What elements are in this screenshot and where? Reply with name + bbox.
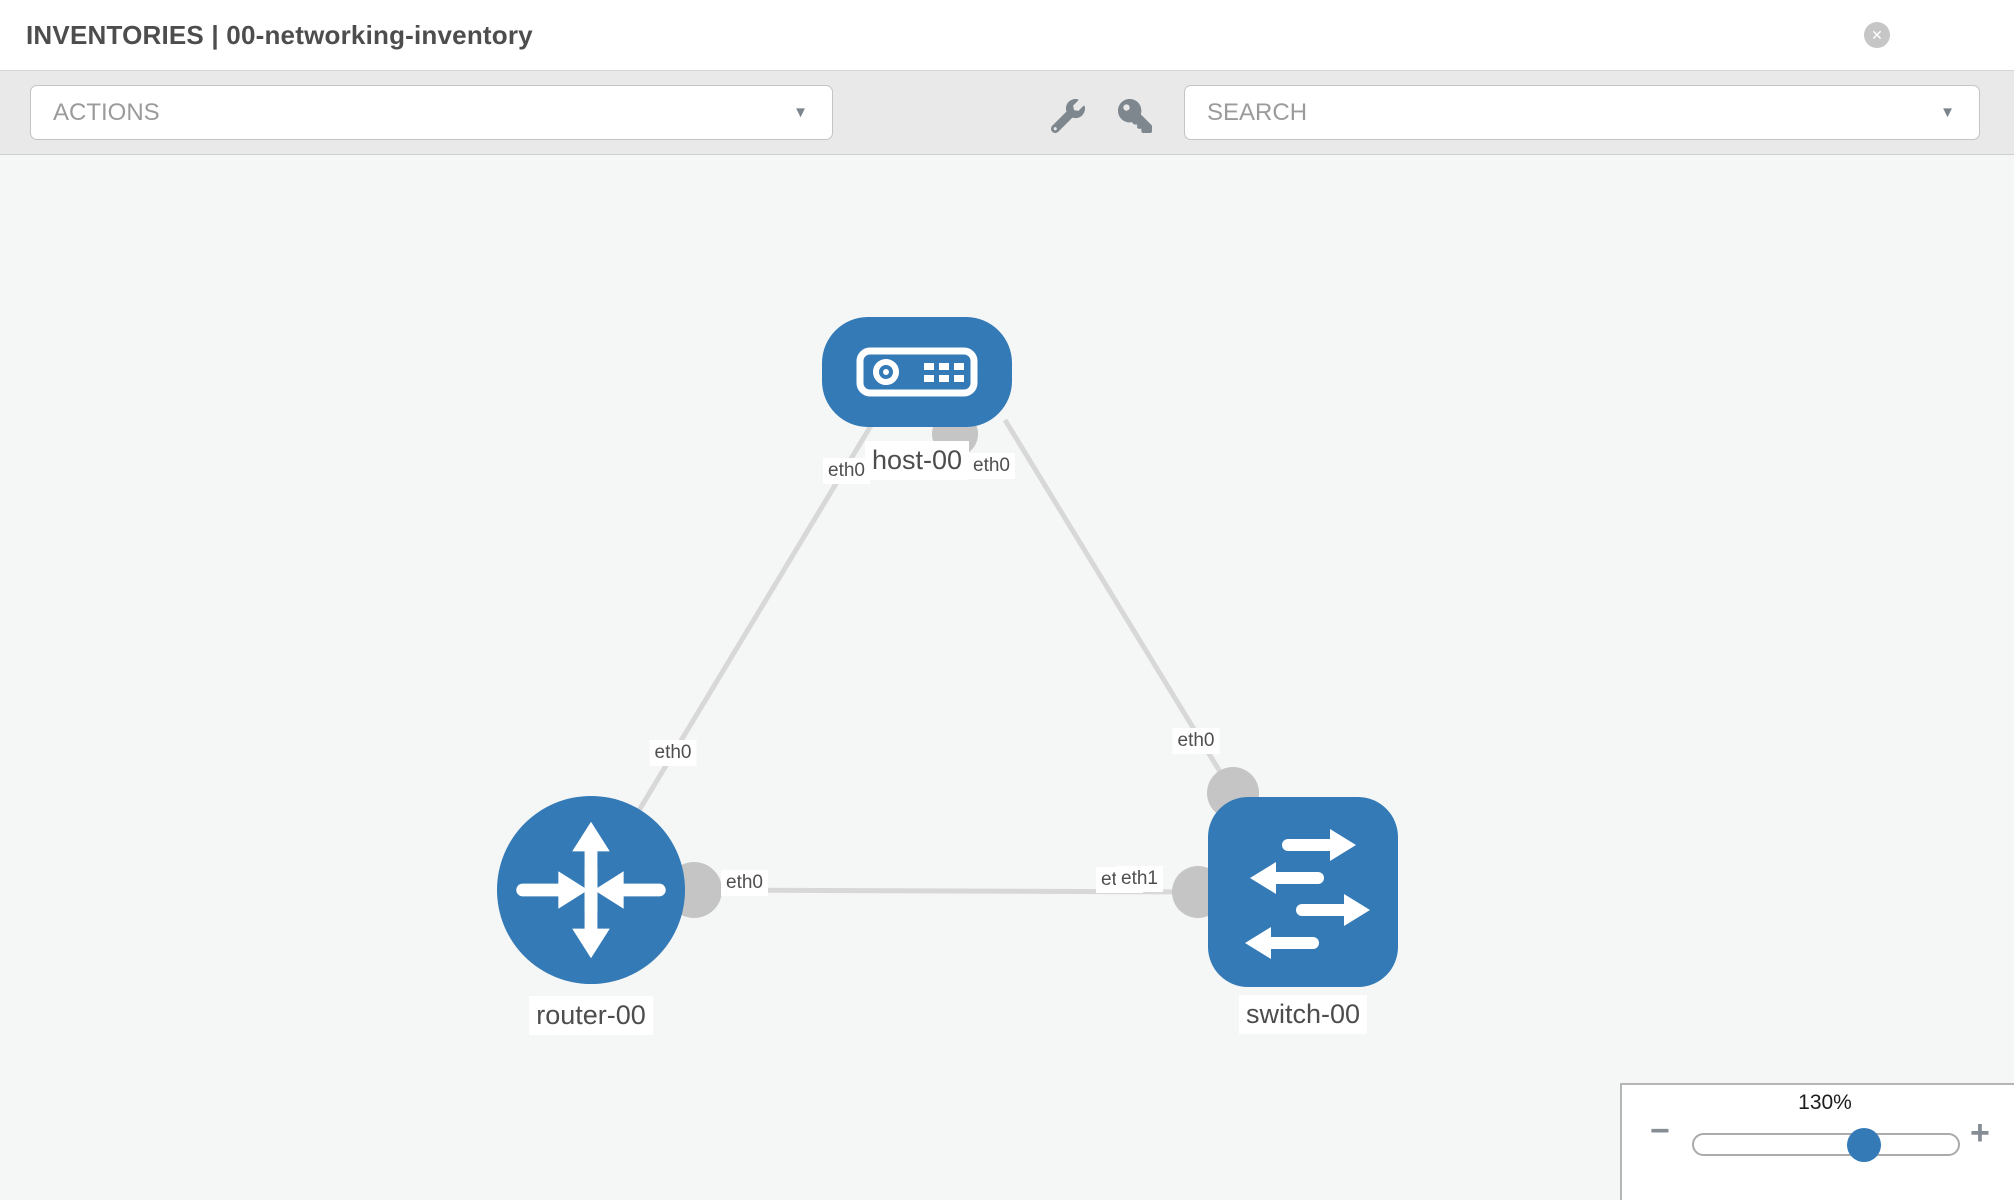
node-switch-00[interactable]: [1208, 797, 1398, 987]
zoom-slider-thumb[interactable]: [1847, 1128, 1881, 1162]
if-label-host-right: eth0: [968, 453, 1015, 479]
chevron-down-icon: ▼: [793, 104, 808, 121]
zoom-out-button[interactable]: −: [1650, 1112, 1670, 1150]
wrench-icon[interactable]: [1050, 99, 1085, 134]
search-dropdown-label: SEARCH: [1207, 99, 1308, 126]
node-label-host: host-00: [864, 441, 970, 480]
if-label-router-right: eth0: [721, 870, 768, 896]
header-bar: INVENTORIES | 00-networking-inventory ✕: [0, 0, 2014, 70]
zoom-widget: 130% − +: [1620, 1083, 2014, 1200]
zoom-level-value: 130%: [1798, 1091, 1852, 1114]
if-label-router-uplink: eth0: [649, 740, 697, 766]
chevron-down-icon: ▼: [1940, 104, 1955, 121]
actions-dropdown-label: ACTIONS: [53, 99, 160, 126]
page-title: INVENTORIES | 00-networking-inventory: [26, 20, 533, 50]
node-label-switch: switch-00: [1238, 995, 1368, 1034]
zoom-in-button[interactable]: +: [1970, 1114, 1990, 1152]
switch-icon: [1245, 829, 1370, 959]
if-label-switch-uplink: eth0: [1172, 728, 1220, 754]
router-icon: [516, 821, 666, 959]
if-label-switch-left-front: eth1: [1116, 866, 1163, 892]
host-icon: [856, 347, 978, 397]
key-icon[interactable]: [1118, 99, 1152, 133]
toolbar: ACTIONS ▼ SEARCH ▼: [0, 70, 2014, 155]
if-label-host-left: eth0: [823, 458, 870, 484]
search-dropdown[interactable]: SEARCH ▼: [1184, 85, 1980, 140]
zoom-slider-track[interactable]: [1692, 1133, 1960, 1156]
node-host-00[interactable]: [822, 317, 1012, 427]
node-router-00[interactable]: [497, 796, 685, 984]
actions-dropdown[interactable]: ACTIONS ▼: [30, 85, 833, 140]
node-label-router: router-00: [529, 996, 653, 1035]
close-icon[interactable]: ✕: [1864, 22, 1890, 48]
